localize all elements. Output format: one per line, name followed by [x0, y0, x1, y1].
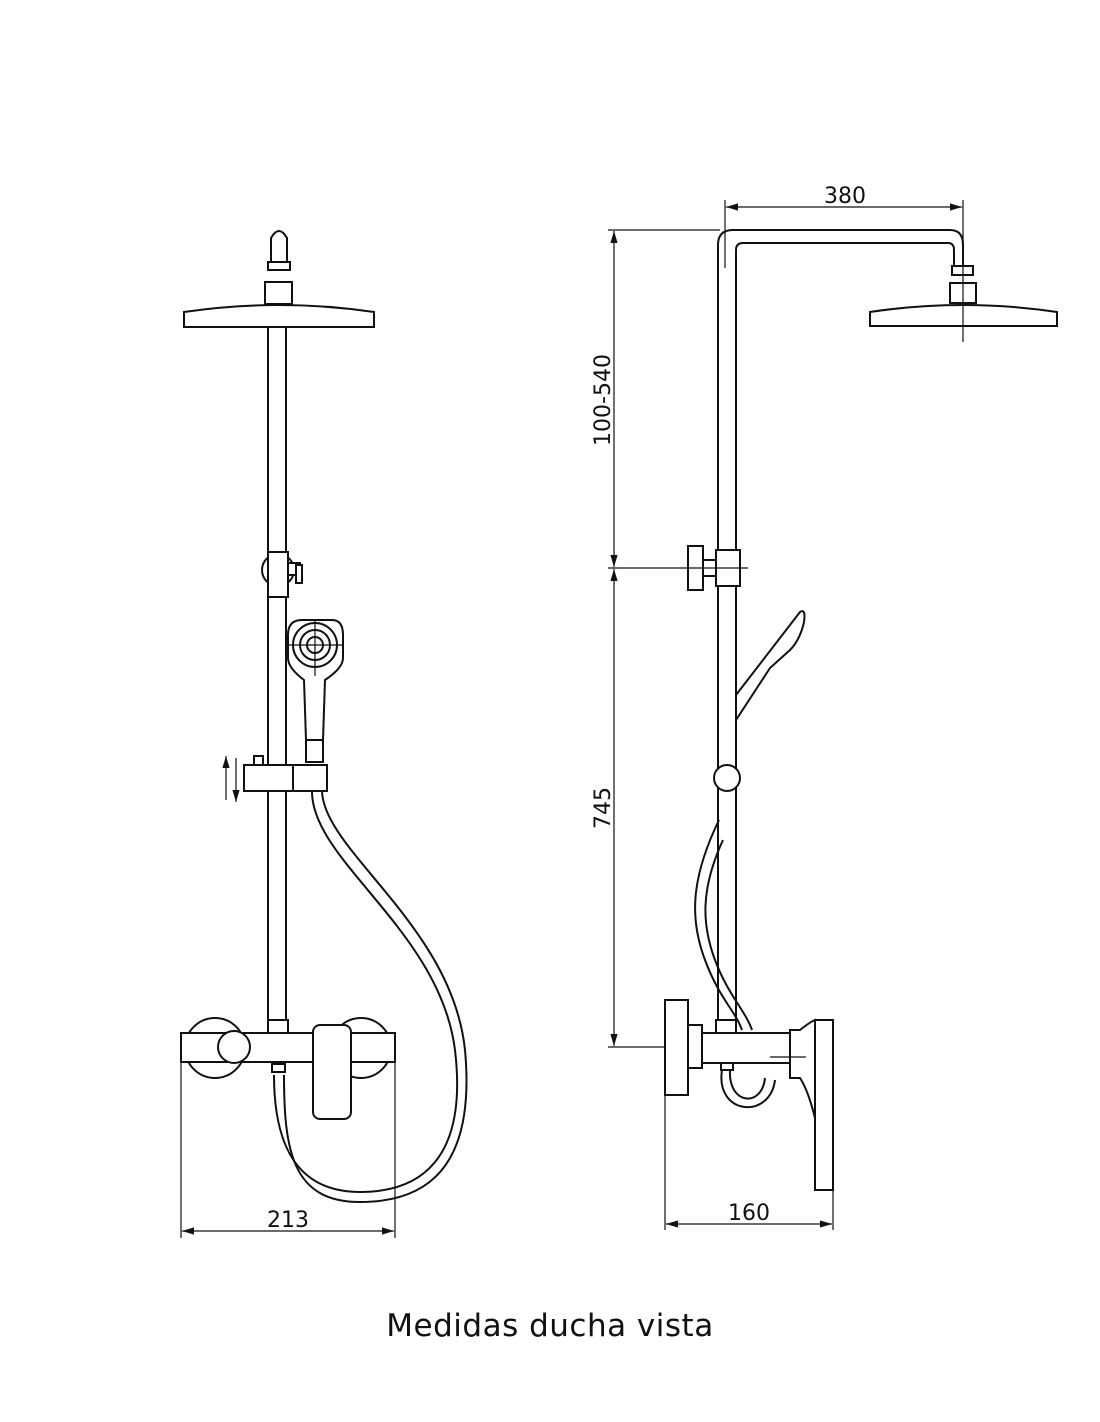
dimension-label: 380: [824, 184, 866, 209]
dimension-front-width: 213: [180, 1062, 396, 1238]
dimension-mixer-to-joint: 745: [591, 569, 618, 1046]
front-slider: [243, 764, 328, 792]
front-hand-shower: [287, 619, 344, 763]
front-hose: [273, 789, 468, 1204]
side-mixer: [664, 999, 834, 1191]
dimension-label: 213: [267, 1208, 309, 1233]
front-rain-head: [183, 304, 375, 328]
dimension-depth: 160: [664, 1095, 834, 1230]
front-mixer: [180, 1017, 396, 1120]
dimension-height-adjust: 100-540: [591, 231, 618, 567]
side-slider: [713, 764, 741, 792]
side-hose: [694, 819, 776, 1108]
front-joint: [267, 551, 289, 598]
front-view: 213: [180, 230, 468, 1238]
front-rail: [267, 281, 287, 1033]
side-view: 380 100-540 745 160: [591, 184, 1058, 1230]
front-top-cap: [270, 230, 288, 263]
diagram-caption: Medidas ducha vista: [386, 1308, 714, 1344]
dimension-label: 745: [591, 787, 616, 829]
side-hand-shower: [735, 610, 806, 724]
dimension-arm-length: 380: [724, 184, 964, 342]
dimension-label: 100-540: [591, 354, 616, 446]
dimension-label: 160: [728, 1201, 770, 1226]
